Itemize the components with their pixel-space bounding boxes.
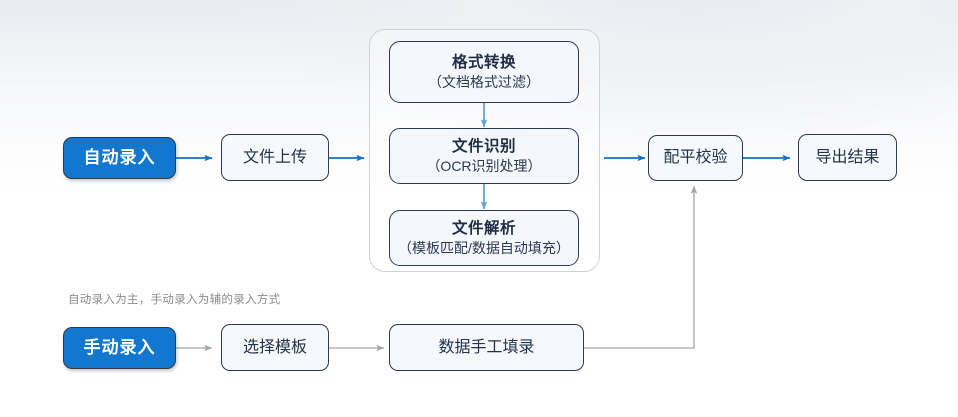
node-format-convert-subtitle: （文档格式过滤） (428, 73, 540, 90)
node-select-template[interactable]: 选择模板 (221, 324, 329, 371)
node-manual-fill[interactable]: 数据手工填录 (389, 324, 584, 371)
node-file-parse-title: 文件解析 (451, 219, 516, 237)
node-balance-check[interactable]: 配平校验 (648, 135, 743, 181)
node-select-template-label: 选择模板 (242, 338, 307, 356)
node-format-convert-title: 格式转换 (451, 53, 516, 71)
node-file-recognize-title: 文件识别 (451, 137, 516, 155)
node-auto-entry-label: 自动录入 (83, 148, 156, 168)
flow-annotation: 自动录入为主，手动录入为辅的录入方式 (68, 294, 281, 306)
node-file-recognize-subtitle: （OCR识别处理） (426, 157, 542, 174)
node-manual-entry-label: 手动录入 (83, 338, 156, 358)
node-file-recognize[interactable]: 文件识别 （OCR识别处理） (389, 128, 579, 184)
node-auto-entry[interactable]: 自动录入 (63, 137, 176, 179)
node-export-result[interactable]: 导出结果 (798, 134, 897, 181)
node-manual-entry[interactable]: 手动录入 (63, 327, 176, 369)
node-file-upload-label: 文件上传 (242, 148, 307, 166)
edge-fill-to-balance (584, 185, 698, 349)
node-export-result-label: 导出结果 (815, 148, 880, 166)
node-file-parse[interactable]: 文件解析 （模板匹配/数据自动填充） (389, 210, 579, 266)
node-balance-check-label: 配平校验 (663, 149, 728, 166)
node-format-convert[interactable]: 格式转换 （文档格式过滤） (389, 41, 579, 103)
node-file-parse-subtitle: （模板匹配/数据自动填充） (398, 239, 570, 256)
node-manual-fill-label: 数据手工填录 (438, 338, 535, 356)
node-file-upload[interactable]: 文件上传 (221, 134, 329, 181)
